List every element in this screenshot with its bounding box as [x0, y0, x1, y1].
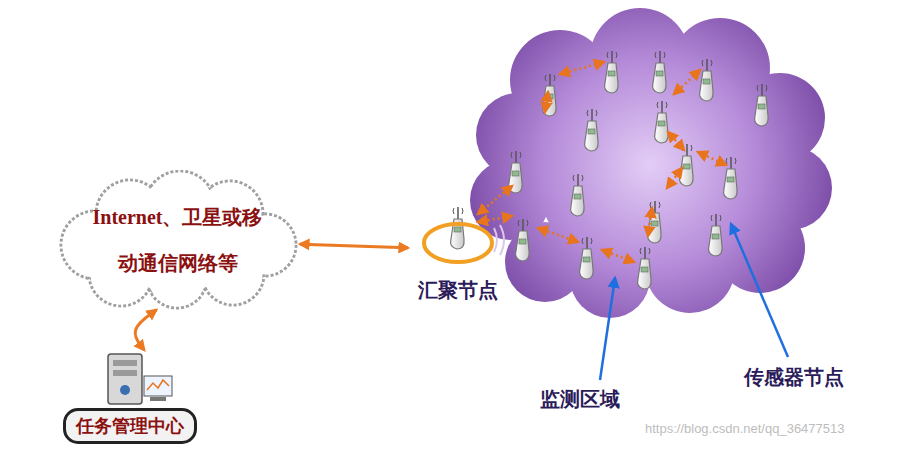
watermark: https://blog.csdn.net/qq_36477513	[645, 421, 845, 436]
server-icon	[113, 360, 137, 366]
sink-icon	[424, 224, 492, 262]
server-icon	[108, 354, 142, 404]
sensor-icon	[580, 237, 594, 279]
sink-icon	[451, 207, 465, 249]
sensor-icon	[680, 144, 694, 186]
radio-links	[478, 216, 512, 222]
radio-links	[478, 62, 726, 262]
radio-links	[674, 70, 700, 94]
task-center: 任务管理中心	[50, 350, 210, 444]
leader-arrows	[731, 224, 788, 357]
radio-links	[667, 168, 682, 188]
radio-links	[698, 152, 726, 165]
sensor-icon	[605, 51, 619, 93]
radio-links	[478, 186, 512, 214]
sensor-icon	[516, 219, 530, 261]
leader-arrows	[600, 224, 788, 380]
sensor-icon	[585, 109, 599, 151]
sensor-icon	[638, 247, 652, 289]
cloud-shape	[61, 171, 296, 308]
sink-node: 汇聚节点	[408, 195, 508, 304]
sensor-label: 传感器节点	[744, 364, 844, 391]
leader-arrows	[600, 278, 615, 380]
sensor-icon	[653, 51, 667, 93]
sink-icon	[408, 195, 508, 271]
radio-links	[545, 92, 548, 112]
server-icon	[147, 380, 169, 390]
cloud-shape	[55, 170, 300, 310]
sensor-icon	[571, 174, 585, 216]
monitoring-cloud	[535, 53, 765, 283]
server-icon	[144, 376, 172, 396]
server-icon	[113, 370, 137, 376]
region-label: 监测区域	[540, 386, 620, 413]
center-label: 任务管理中心	[63, 408, 197, 444]
radio-links	[668, 132, 684, 150]
sensor-icon	[543, 74, 557, 116]
sensor-icon	[724, 157, 738, 199]
radio-links	[648, 208, 652, 236]
network-cloud: Internet、卫星或移 动通信网络等	[55, 170, 300, 310]
server-icon	[50, 350, 210, 408]
cloud-shape	[63, 173, 295, 307]
link-arrow	[135, 310, 156, 350]
radio-links	[538, 228, 578, 242]
radio-links	[560, 62, 604, 74]
sensor-icon	[655, 101, 669, 143]
sensor-icons	[509, 51, 769, 289]
radio-links	[602, 250, 634, 262]
sensor-icon	[755, 84, 769, 126]
cloud-fill	[124, 189, 231, 296]
sink-icon	[494, 225, 504, 255]
sensor-icon	[648, 201, 662, 243]
link-arrow	[300, 244, 408, 248]
network-label: Internet、卫星或移 动通信网络等	[75, 194, 280, 286]
monitoring-cloud	[470, 8, 832, 318]
sensor-icon	[709, 214, 723, 256]
server-icon	[150, 397, 166, 401]
sensor-icon	[700, 59, 714, 101]
server-icon	[120, 385, 130, 395]
node-label: 汇聚节点	[418, 277, 498, 304]
